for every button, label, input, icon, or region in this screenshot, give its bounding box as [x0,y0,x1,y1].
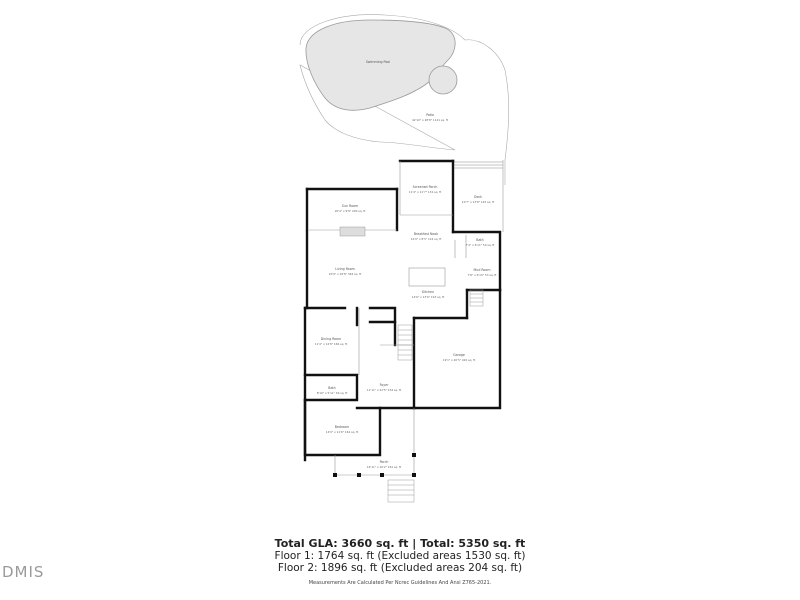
kitchen-dims: 14'6" x 13'6" 193 sq. ft [412,295,445,299]
bath-upper-label: Bath [476,238,483,242]
breakfast-nook-label: Breakfast Nook [414,232,438,236]
breakfast-nook-dims: 14'9" x 8'5" 124 sq. ft [411,237,443,241]
mud-room-dims: 7'8" x 6'10" 53 sq. ft [468,273,498,277]
patio-dims: 42'10" x 28'8" 1141 sq. ft [412,118,449,122]
spa-shape [428,65,458,95]
bedroom-label: Bedroom [335,425,349,429]
bedroom-dims: 14'0" x 11'6" 164 sq. ft [326,430,359,434]
stairs-mudroom [469,289,484,307]
deck-dims: 10'7" x 13'8" 145 sq. ft [462,200,495,204]
stairs-interior [397,324,413,361]
patio-outline [299,14,510,185]
foyer-label: Foyer [380,383,390,387]
bath-lower-dims: 8'10" x 5'11" 49 sq. ft [317,391,349,395]
bath-lower-label: Bath [328,386,335,390]
interior-lines [309,161,467,476]
dining-room-dims: 11'4" x 14'8" 166 sq. ft [315,342,348,346]
patio-label: Patio [426,113,434,117]
floor2-area: Floor 2: 1896 sq. ft (Excluded areas 204… [277,562,523,574]
living-room-dims: 20'9" x 16'8" 346 sq. ft [329,272,362,276]
measurement-note: Measurements Are Calculated Per Ncrec Gu… [308,580,492,586]
fireplace [339,226,366,237]
garage-label: Garage [453,353,465,357]
garage-dims: 19'1" x 20'5" 420 sq. ft [443,358,476,362]
dining-room-label: Dining Room [321,337,341,341]
porch-label: Porch [380,460,389,464]
floor1-area: Floor 1: 1764 sq. ft (Excluded areas 153… [274,550,526,562]
pool-shape [305,19,456,111]
stairs-porch [387,479,415,503]
watermark-logo: DMIS [2,563,45,581]
exterior-walls [303,159,502,462]
screened-porch-dims: 11'4" x 11'7" 132 sq. ft [409,190,442,194]
sun-room-label: Sun Room [342,204,358,208]
porch-columns [333,453,416,477]
foyer-dims: 11'11" x 22'5" 234 sq. ft [367,388,402,392]
living-room-label: Living Room [335,267,355,271]
bath-upper-dims: 7'4" x 6'11" 50 sq. ft [466,243,496,247]
screened-porch-label: Screened Porch [413,185,438,189]
total-area-summary: Total GLA: 3660 sq. ft | Total: 5350 sq.… [274,537,526,550]
kitchen-label: Kitchen [422,290,434,294]
mud-room-label: Mud Room [474,268,491,272]
pool-label: Swimming Pool [366,60,390,64]
sun-room-dims: 20'4" x 9'8" 200 sq. ft [335,209,367,213]
deck-railing [453,160,504,232]
deck-label: Deck [474,195,482,199]
porch-dims: 16'11" x 10'2" 161 sq. ft [367,465,402,469]
